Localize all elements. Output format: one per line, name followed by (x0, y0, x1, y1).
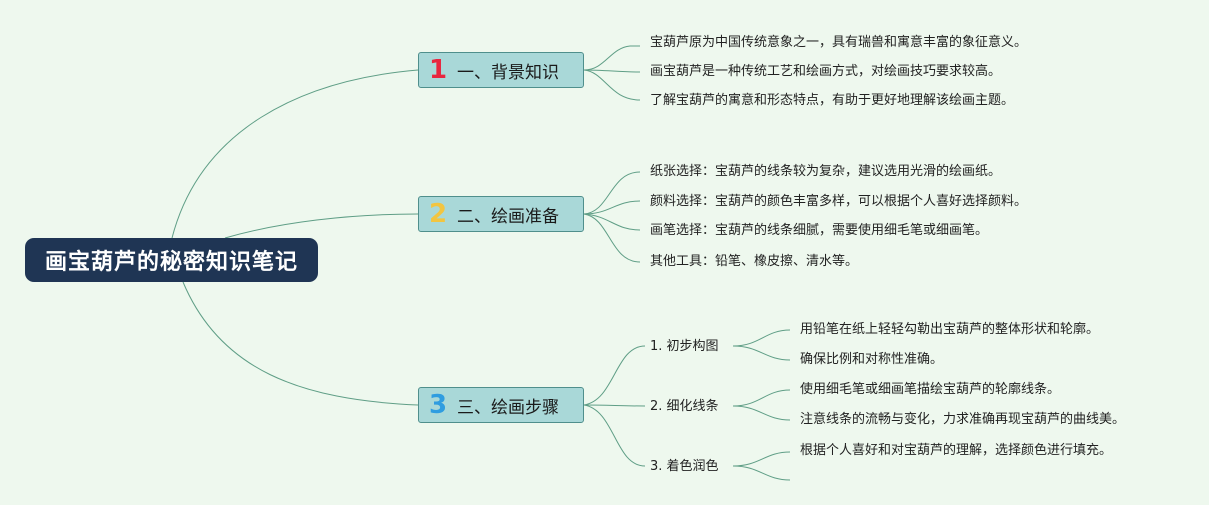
leaf-step-1-2: 确保比例和对称性准确。 (800, 352, 944, 367)
leaf-preparation-1: 纸张选择：宝葫芦的线条较为复杂，建议选用光滑的绘画纸。 (650, 164, 1002, 179)
branch-label: 一、背景知识 (457, 62, 559, 83)
branch-label: 三、绘画步骤 (457, 397, 559, 418)
link-root-branch-3 (182, 281, 419, 406)
branch-label: 二、绘画准备 (457, 206, 559, 227)
number-1-icon: 1 (428, 55, 448, 85)
link-b3-step-2 (583, 404, 646, 407)
leaf-step-2-2: 注意线条的流畅与变化，力求准确再现宝葫芦的曲线美。 (800, 412, 1126, 427)
leaf-background-2: 画宝葫芦是一种传统工艺和绘画方式，对绘画技巧要求较高。 (650, 64, 1002, 79)
branch-background[interactable]: 1 一、背景知识 (418, 52, 584, 88)
link-s2-leaf-2 (732, 405, 791, 421)
link-s1-leaf-2 (732, 345, 791, 361)
link-s3-leaf-1 (732, 451, 791, 467)
step-2-label[interactable]: 2. 细化线条 (650, 399, 719, 414)
step-1-label[interactable]: 1. 初步构图 (650, 339, 719, 354)
link-b2-leaf-1 (583, 171, 641, 215)
link-b1-leaf-2 (583, 69, 641, 73)
link-b1-leaf-1 (583, 45, 640, 71)
link-b3-step-3 (583, 404, 646, 467)
leaf-background-1: 宝葫芦原为中国传统意象之一，具有瑞兽和寓意丰富的象征意义。 (650, 35, 1028, 50)
leaf-step-3-1: 根据个人喜好和对宝葫芦的理解，选择颜色进行填充。 (800, 443, 1113, 458)
root-title: 画宝葫芦的秘密知识笔记 (44, 250, 298, 275)
root-node[interactable]: 画宝葫芦的秘密知识笔记 (25, 238, 318, 282)
leaf-background-3: 了解宝葫芦的寓意和形态特点，有助于更好地理解该绘画主题。 (650, 93, 1015, 108)
link-s3-leaf-2 (732, 465, 791, 481)
number-2-icon: 2 (428, 199, 448, 229)
leaf-preparation-4: 其他工具：铅笔、橡皮擦、清水等。 (650, 254, 859, 269)
step-3-label[interactable]: 3. 着色润色 (650, 459, 719, 474)
link-b2-leaf-4 (583, 213, 641, 263)
branch-preparation[interactable]: 2 二、绘画准备 (418, 196, 584, 232)
leaf-preparation-2: 颜料选择：宝葫芦的颜色丰富多样，可以根据个人喜好选择颜料。 (650, 194, 1028, 209)
leaf-step-1-1: 用铅笔在纸上轻轻勾勒出宝葫芦的整体形状和轮廓。 (800, 322, 1100, 337)
link-s1-leaf-1 (732, 329, 791, 347)
link-b1-leaf-3 (583, 69, 641, 101)
link-b2-leaf-2 (583, 200, 641, 215)
link-b3-step-1 (583, 345, 646, 406)
link-root-branch-2 (224, 213, 419, 239)
leaf-preparation-3: 画笔选择：宝葫芦的线条细腻，需要使用细毛笔或细画笔。 (650, 223, 989, 238)
number-3-icon: 3 (428, 390, 448, 420)
leaf-step-2-1: 使用细毛笔或细画笔描绘宝葫芦的轮廓线条。 (800, 382, 1061, 397)
link-b2-leaf-3 (583, 213, 641, 231)
link-root-branch-1 (171, 69, 419, 239)
link-s2-leaf-1 (732, 389, 791, 407)
branch-steps[interactable]: 3 三、绘画步骤 (418, 387, 584, 423)
